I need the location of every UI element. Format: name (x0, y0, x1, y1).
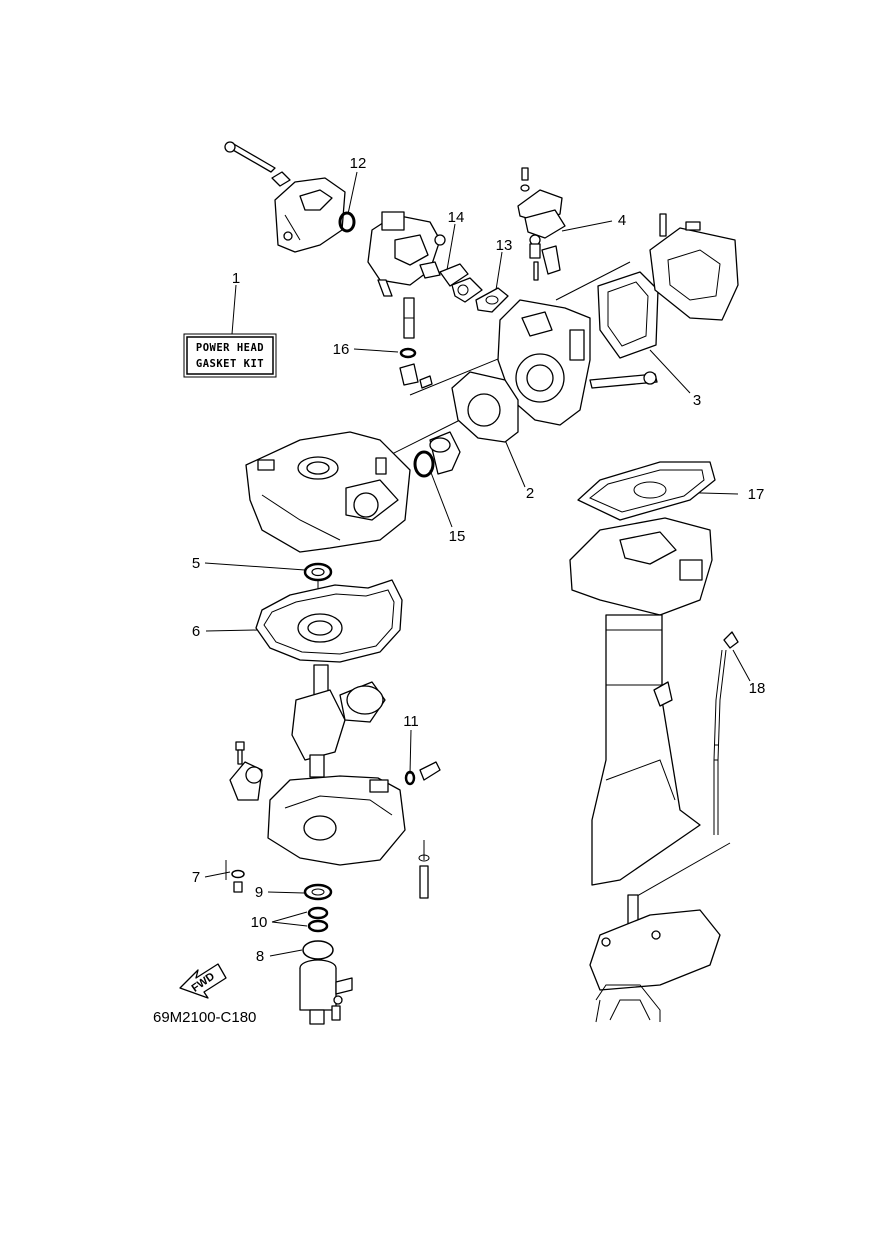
callout-13: 13 (496, 237, 513, 254)
callout-8: 8 (256, 948, 264, 965)
gasket-13 (475, 287, 509, 313)
gasket-3 (597, 271, 659, 359)
gasket-2 (451, 371, 519, 443)
crankshaft (291, 664, 386, 778)
callout-14: 14 (448, 209, 465, 226)
diagram-code: 69M2100-C180 (153, 1009, 256, 1026)
callout-12: 12 (350, 155, 367, 172)
callout-2: 2 (526, 485, 534, 502)
callout-4: 4 (618, 212, 626, 229)
callout-9: 9 (255, 884, 263, 901)
callout-6: 6 (192, 623, 200, 640)
plug (429, 431, 461, 475)
gasket-kit-box: POWER HEAD GASKET KIT (183, 333, 277, 378)
callout-16: 16 (333, 341, 350, 358)
o-ring-8 (302, 940, 334, 960)
thermostat-assembly (517, 167, 566, 281)
water-hose-18 (713, 631, 739, 835)
callout-7: 7 (192, 869, 200, 886)
kit-label-line1: POWER HEAD (196, 342, 264, 354)
oil-pump-housing (299, 959, 353, 1025)
lower-crankcase (267, 775, 406, 866)
carburetor (367, 211, 446, 297)
lower-casing (589, 894, 721, 1023)
o-ring-15 (413, 450, 435, 478)
callout-15: 15 (449, 528, 466, 545)
callout-numbers: 1 2 3 4 5 6 7 8 9 10 11 12 13 14 15 16 1… (192, 155, 766, 965)
fitting-16 (399, 297, 433, 389)
cylinder-block (245, 431, 411, 553)
gasket-17 (577, 461, 716, 521)
callout-5: 5 (192, 555, 200, 572)
silencer-assembly (224, 141, 346, 253)
callout-10: 10 (251, 914, 268, 931)
cylinder-head (497, 299, 658, 426)
callout-3: 3 (693, 392, 701, 409)
callout-11: 11 (403, 713, 419, 730)
washer-11 (404, 761, 441, 786)
callout-1: 1 (232, 270, 240, 287)
o-ring-12 (338, 211, 356, 233)
cylinder-head-cover (649, 213, 739, 321)
gasket-6 (255, 579, 403, 663)
leader-lines (204, 171, 751, 957)
kit-label-line2: GASKET KIT (196, 358, 264, 370)
washer-7 (231, 854, 430, 899)
gasket-14 (439, 263, 483, 303)
oil-seal-10 (307, 906, 329, 933)
callout-18: 18 (749, 680, 766, 697)
callout-17: 17 (748, 486, 765, 503)
fwd-arrow-icon: FWD (179, 963, 227, 999)
exhaust-guide (569, 517, 713, 616)
oil-pump-bracket (229, 741, 263, 801)
upper-casing (591, 614, 701, 886)
oil-seal-9 (303, 883, 333, 901)
oil-seal-5 (303, 562, 333, 582)
